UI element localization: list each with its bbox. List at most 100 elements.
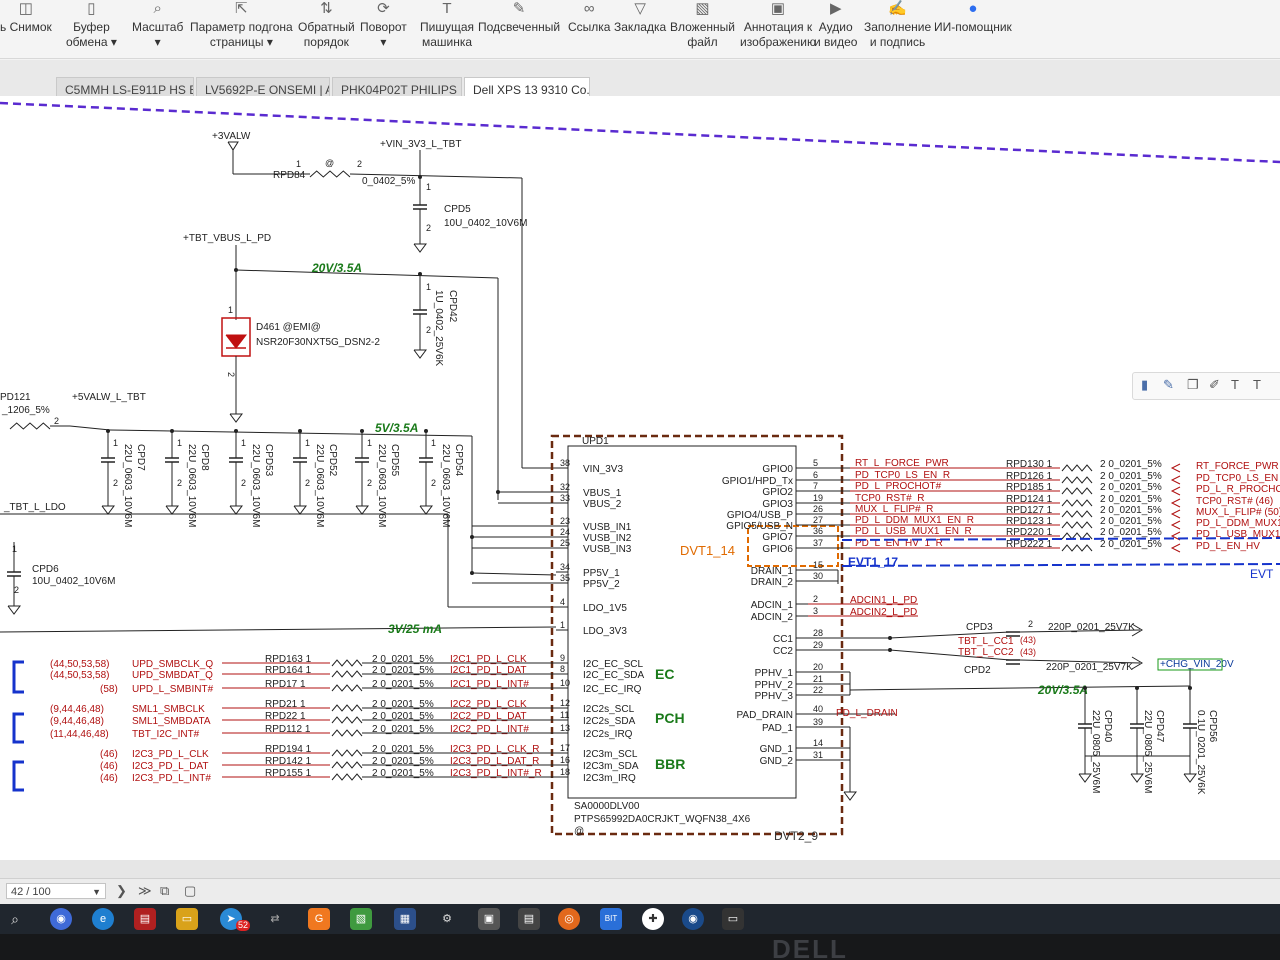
cap-ref: CPD55: [389, 444, 400, 477]
schematic-label: 1: [426, 282, 431, 292]
ribbon-label: Заполнение: [864, 20, 932, 34]
text-alt-icon[interactable]: T: [1253, 377, 1261, 392]
d461-ref: D461 @EMI@: [256, 322, 321, 333]
cc-cap-value: 220P_0201_25V7K: [1048, 622, 1135, 633]
app-icon-5[interactable]: ✚: [642, 908, 664, 930]
last-page-icon[interactable]: ≫: [138, 883, 152, 898]
schematic-label: 2: [113, 478, 118, 488]
ic-pin-number: 32: [560, 482, 570, 492]
resistor-symbol: [309, 170, 351, 178]
ribbon-rotate-button[interactable]: ⟳Поворот▾: [360, 0, 407, 58]
view-mode-icon[interactable]: ▢: [184, 883, 197, 898]
ribbon-label: Поворот: [360, 20, 407, 34]
ribbon-link-button[interactable]: ∞Ссылка: [568, 0, 610, 58]
ribbon-highlight-button[interactable]: ✎Подсвеченный: [478, 0, 560, 58]
right-cap-value: 0.1U_0201_25V6K: [1195, 710, 1206, 795]
ribbon-label: ИИ-помощник: [934, 20, 1012, 34]
copy-icon[interactable]: ❐: [1187, 377, 1199, 392]
ground-symbol: [165, 505, 179, 515]
resistor-symbol: [331, 729, 363, 737]
ribbon-zoom-button[interactable]: ⌕Масштаб▾: [132, 0, 183, 58]
cap-value: 22U_0603_10V6M: [440, 444, 451, 527]
resistor-symbol: [331, 716, 363, 724]
junction-dot: [496, 490, 500, 494]
archive-icon[interactable]: ▤: [134, 908, 156, 930]
ic-part-name: PTPS65992DA0CRJKT_WQFN38_4X6: [574, 814, 751, 825]
ic-pin-number: 37: [813, 538, 823, 548]
ribbon-camera-button[interactable]: ◫ь Снимок: [0, 0, 52, 58]
junction-dot: [470, 571, 474, 575]
app-icon-6[interactable]: ◉: [682, 908, 704, 930]
page-layout-icon[interactable]: ⧉: [160, 883, 170, 898]
cpd6-value: 10U_0402_10V6M: [32, 576, 115, 587]
page-number-field[interactable]: 42 / 100▼: [6, 883, 106, 899]
ic-pin-name: I2C3m_SDA: [583, 761, 639, 772]
app-icon-2[interactable]: ▤: [518, 908, 540, 930]
i2c-resistor-ref: RPD194 1: [265, 744, 312, 755]
pen-icon[interactable]: ✐: [1209, 377, 1220, 392]
app-icon-7[interactable]: ▭: [722, 908, 744, 930]
offpage-arrow: [1170, 520, 1181, 530]
gpio-resistor-ref: RPD123 1: [1006, 516, 1053, 527]
pdf-editor-icon[interactable]: G: [308, 908, 330, 930]
gpio-resistor-ref: RPD220 1: [1006, 527, 1053, 538]
folder-icon[interactable]: ▭: [176, 908, 198, 930]
gpio-resistor-ref: RPD222 1: [1006, 539, 1053, 550]
ic-pin-number: 26: [813, 504, 823, 514]
cpd6-ref: CPD6: [32, 564, 59, 575]
schematic-label: (43): [1020, 635, 1036, 645]
ic-pin-name: GPIO0: [762, 464, 793, 475]
app-icon-4[interactable]: BIT: [600, 908, 622, 930]
shuffle-icon[interactable]: ⇄: [270, 913, 280, 925]
i2c-resistor-value: 2 0_0201_5%: [372, 768, 434, 779]
ic-pin-name: I2C2s_IRQ: [583, 729, 633, 740]
net-label-evt: EVT: [1250, 567, 1274, 581]
ground-symbol: [413, 349, 427, 359]
ribbon-label: Ссылка: [568, 20, 611, 34]
i2c-resistor-value: 2 0_0201_5%: [372, 654, 434, 665]
gear-icon[interactable]: ⚙: [442, 913, 452, 925]
resistor-symbol: [1061, 521, 1093, 529]
ribbon-label: Буфер: [73, 20, 110, 34]
remote-desktop-icon[interactable]: ▦: [394, 908, 416, 930]
chrome-icon[interactable]: ◉: [50, 908, 72, 930]
i2c-resistor-ref: RPD21 1: [265, 699, 306, 710]
schematic-label: 1: [367, 438, 372, 448]
resistor-symbol: [1061, 544, 1093, 552]
edge-icon[interactable]: e: [92, 908, 114, 930]
tab-label: PHK04P02T PHILIPS | Al...: [341, 83, 461, 97]
app-icon-3[interactable]: ◎: [558, 908, 580, 930]
search-icon[interactable]: ⌕: [11, 911, 19, 927]
pin-icon[interactable]: ▮: [1141, 377, 1149, 392]
app-icon-1[interactable]: ▣: [478, 908, 500, 930]
ic-part-number: SA0000DLV00: [574, 801, 640, 812]
ribbon-ai-assistant-button[interactable]: ●ИИ-помощник: [934, 0, 1012, 58]
schematic-label: 2: [305, 478, 310, 488]
marker-icon[interactable]: ✎: [1163, 377, 1174, 392]
schematic-label: 2: [54, 416, 59, 426]
ribbon-bookmark-button[interactable]: ▽Закладка: [614, 0, 666, 58]
ic-pin-number: 9: [560, 653, 565, 663]
chevron-down-icon[interactable]: ▼: [92, 887, 101, 897]
text-icon[interactable]: T: [1231, 377, 1239, 392]
i2c-net: I2C1_PD_L_CLK: [450, 654, 527, 665]
cpd2-ref: CPD2: [964, 665, 991, 676]
tab-label: Dell XPS 13 9310 Co...: [473, 83, 590, 97]
i2c-ref-list: (46): [100, 761, 118, 772]
net-label-3valw: +3VALW: [212, 131, 251, 142]
next-page-icon[interactable]: ❯: [116, 883, 127, 898]
notepad-icon[interactable]: ▧: [350, 908, 372, 930]
rpd121-value: _1206_5%: [1, 405, 50, 416]
i2c-ref-list: (46): [100, 773, 118, 784]
ic-pin-name: CC2: [773, 646, 793, 657]
